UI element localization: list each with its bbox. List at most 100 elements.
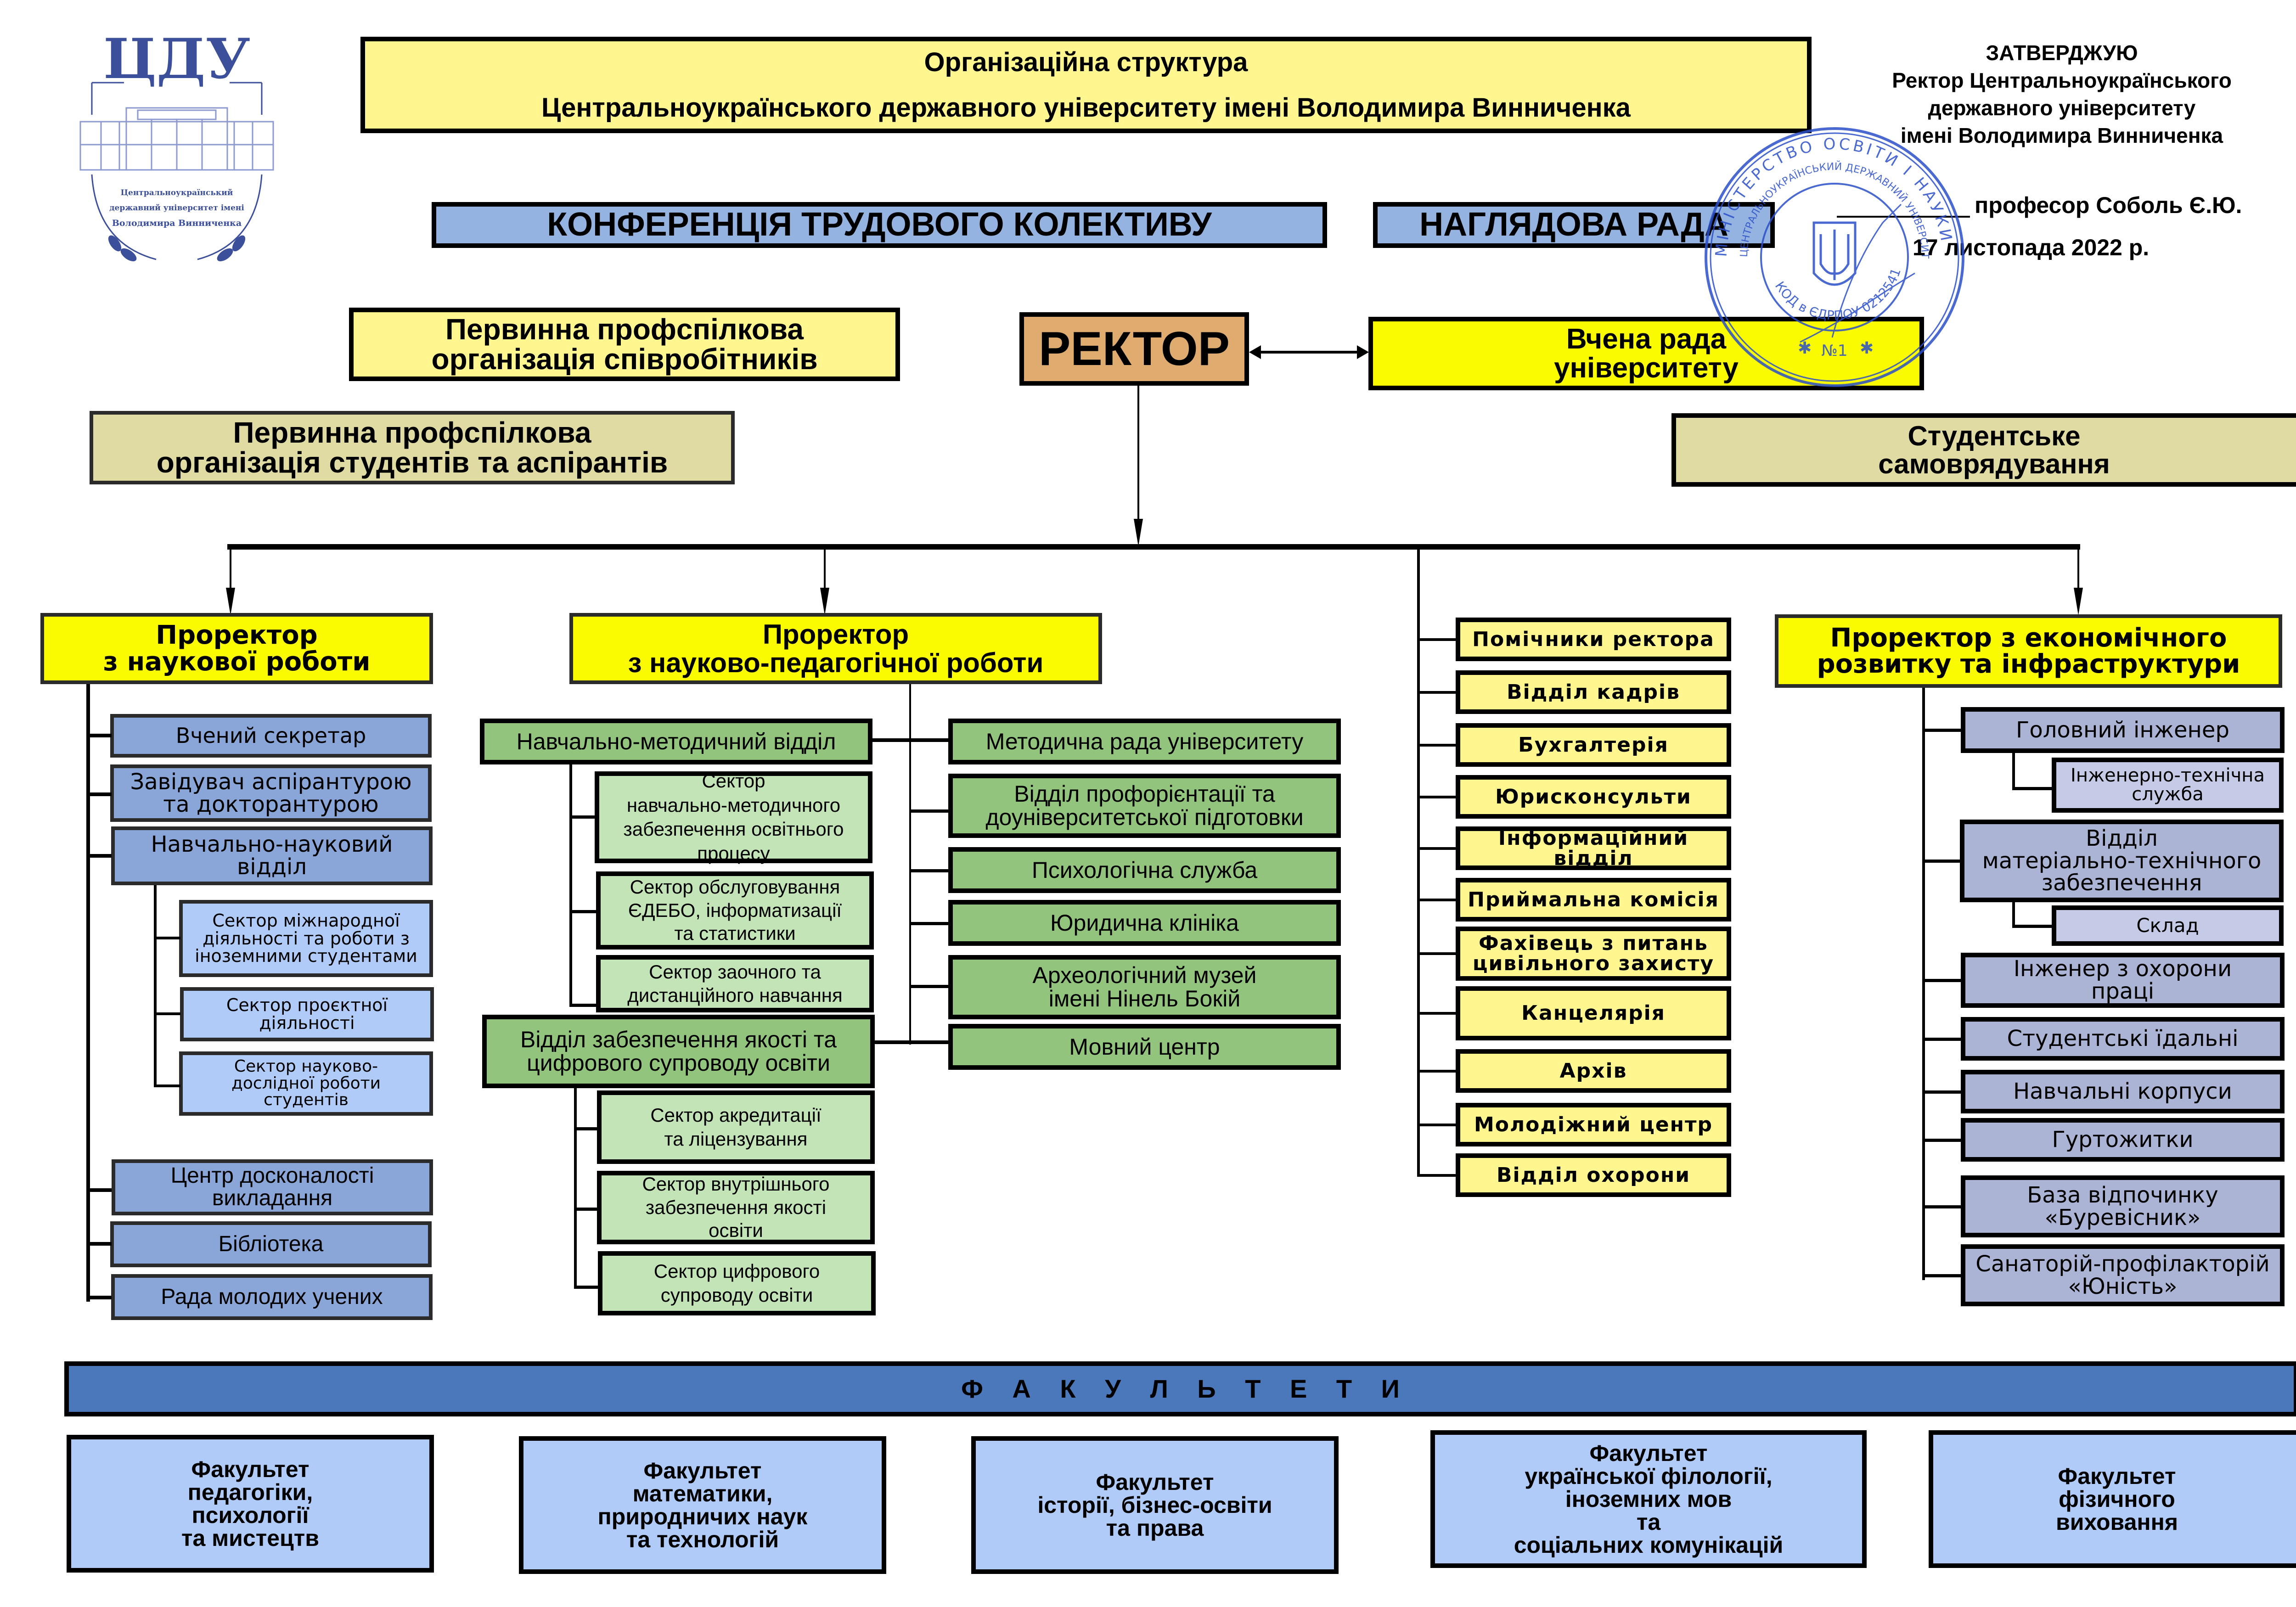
branch [574,1286,598,1289]
pro-rector-pedagogy: Проректор з науково-педагогічної роботи [569,613,1102,684]
labor-conference: КОНФЕРЕНЦІЯ ТРУДОВОГО КОЛЕКТИВУ [432,202,1327,248]
branch [569,910,596,913]
union-staff: Первинна профспілкова організація співро… [349,308,900,381]
rector-unit: Архів [1456,1049,1731,1093]
legal-clinic: Юридична клініка [948,900,1341,946]
language-center: Мовний центр [948,1024,1341,1070]
psychological-service: Психологічна служба [948,847,1341,893]
economy-unit: Студентські їдальні [1961,1017,2285,1061]
rector-unit: Канцелярія [1456,986,1731,1040]
pro-rector-economy: Проректор з економічного розвитку та інф… [1775,614,2282,688]
sector-internal-quality: Сектор внутрішнього забезпечення якості … [597,1171,875,1244]
archaeology-museum: Археологічний музей імені Нінель Бокій [948,955,1341,1019]
rector-unit: Приймальна комісія [1456,878,1731,921]
science-spine [86,684,90,1302]
economy-spine [1922,688,1925,1280]
branch [154,937,180,939]
branch [574,1208,598,1211]
branch [1922,729,1962,732]
branch [1417,898,1458,901]
branch [909,922,950,925]
rector-unit: Помічники ректора [1456,618,1731,661]
methodical-council: Методична рада університету [948,719,1341,764]
bus-drop-science [230,549,231,599]
bus-drop-economy [2077,549,2079,599]
star-icon: ✱ [1860,339,1874,358]
arrow-left-icon [1249,345,1261,359]
methodical-dept: Навчально-методичний відділ [480,719,872,764]
career-guidance-dept: Відділ профорієнтації та доуніверситетсь… [948,774,1341,838]
rector-council-connector [1251,351,1366,354]
approval-date: 17 листопада 2022 р. [1913,235,2150,260]
rector-unit: Молодіжний центр [1456,1103,1731,1146]
rector-unit: Юрисконсульти [1456,775,1731,819]
branch [1417,1174,1458,1177]
laurel-icon [108,235,246,262]
page-title: Організаційна структура Центральноукраїн… [360,37,1812,133]
faculty-card[interactable]: Факультет педагогіки, психології та мист… [67,1435,434,1573]
branch [909,869,950,872]
branch [1417,743,1458,747]
academic-council: Вчена рада університету [1368,317,1924,390]
pro-rector-science: Проректор з наукової роботи [40,613,433,684]
economy-unit: Гуртожитки [1961,1118,2285,1162]
rector-unit: Інформаційний відділ [1456,826,1731,870]
branch [1922,1037,1962,1041]
faculty-card[interactable]: Факультет фізичного виховання [1929,1430,2296,1568]
branch [1417,952,1458,955]
stamp-number: №1 [1822,342,1848,360]
branch [1417,638,1458,641]
logistics-dept: Відділ матеріально-технічного забезпечен… [1960,820,2284,902]
branch [2012,787,2054,790]
branch [569,815,596,819]
teaching-excellence-center: Центр досконалості викладання [112,1159,433,1215]
faculty-card[interactable]: Факультет історії, бізнес-освіти та прав… [971,1436,1339,1574]
branch [1922,1205,1962,1208]
sector-spine [154,885,157,1087]
building-icon [79,107,274,171]
faculty-card[interactable]: Факультет математики, природничих наук т… [519,1436,886,1574]
branch [569,1004,596,1007]
sector-methodical-support: Сектор навчально-методичного забезпеченн… [595,770,872,864]
branch [875,1040,953,1044]
sector-projects: Сектор проєктної діяльності [180,987,434,1041]
branch [1922,1138,1962,1142]
branch [86,792,112,796]
signatory-name: професор Соболь Є.Ю. [1975,192,2242,218]
branch [1417,847,1458,850]
sector-spine [569,764,572,1006]
union-students: Первинна профспілкова організація студен… [90,411,735,484]
faculty-card[interactable]: Факультет української філології, іноземн… [1430,1430,1867,1568]
trident-icon [1812,221,1857,286]
sub-spine [2012,902,2015,927]
logo-caption-3: Володимира Винниченка [112,218,242,228]
university-logo: ЦДУ Центральноукраїнський державний унів… [46,27,308,266]
branch [154,1084,180,1087]
branch [1922,1090,1962,1094]
branch [872,738,951,742]
education-science-dept: Навчально-науковий відділ [111,826,433,885]
arrow-down-icon [820,588,829,615]
rector-down-connector [1137,386,1139,537]
branch [1417,1069,1458,1073]
arrow-right-icon [1357,345,1369,359]
rector: РЕКТОР [1019,312,1249,386]
sector-international: Сектор міжнародної діяльності та роботи … [179,900,433,977]
economy-unit: База відпочинку «Буревісник» [1961,1175,2285,1237]
branch [86,734,112,737]
branch [1922,860,1961,863]
official-stamp: МІНІСТЕРСТВО ОСВІТИ І НАУКИ УКРАЇНИ ЦЕНТ… [1692,107,1970,393]
branch [1417,1123,1458,1126]
rector-unit: Відділ охорони [1456,1153,1731,1197]
logo-caption-2: державний університет імені [109,203,244,213]
postgraduate-head: Завідувач аспірантурою та докторантурою [110,764,432,822]
branch [86,1242,112,1246]
chief-engineer: Головний інженер [1961,707,2285,753]
bus-drop-rector-units [1417,549,1420,1175]
rector-unit: Відділ кадрів [1456,670,1731,714]
sector-accreditation: Сектор акредитації та ліцензування [597,1090,875,1164]
title-line-2: Центральноукраїнського державного універ… [541,93,1631,123]
rector-unit: Фахівець з питань цивільного захисту [1456,927,1731,981]
branch [574,1127,598,1130]
branch [1417,795,1458,798]
